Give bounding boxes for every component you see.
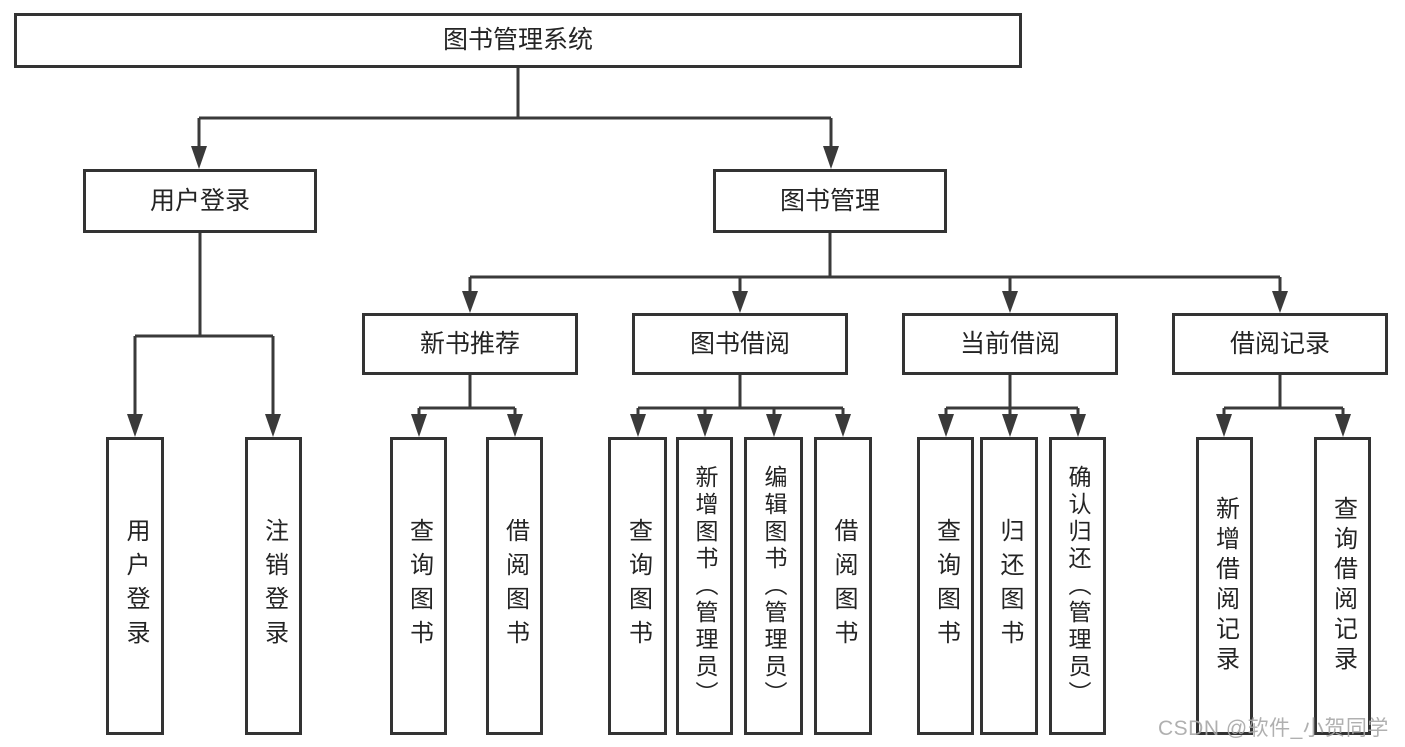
node-new-book-recommend-label: 新书推荐 xyxy=(419,329,520,358)
node-library-system-label: 图书管理系统 xyxy=(442,26,593,54)
connector-user-login xyxy=(133,233,275,417)
leaf-logout-label: 注销登录 xyxy=(260,518,288,654)
node-book-management-label: 图书管理 xyxy=(779,186,880,215)
connector-borrow-records xyxy=(1222,375,1345,417)
connector-book-borrow xyxy=(636,375,845,417)
leaf-borrow-books-recommend-label: 借阅图书 xyxy=(501,518,529,654)
connector-book-management xyxy=(468,233,1282,294)
leaf-add-book-admin-label: 新增图书（管理员） xyxy=(692,464,718,708)
leaf-borrow-books-recommend: 借阅图书 xyxy=(486,437,543,735)
leaf-add-book-admin: 新增图书（管理员） xyxy=(676,437,733,735)
node-current-borrow-label: 当前借阅 xyxy=(959,329,1060,358)
node-user-login-label: 用户登录 xyxy=(149,186,250,215)
arrowhead xyxy=(823,146,839,169)
arrowhead xyxy=(630,414,646,437)
leaf-confirm-return-admin-label: 确认归还（管理员） xyxy=(1065,464,1091,708)
arrowhead xyxy=(835,414,851,437)
leaf-query-books-recommend-label: 查询图书 xyxy=(405,518,433,654)
leaf-borrow-books-2: 借阅图书 xyxy=(814,437,872,735)
connector-new-book-recommend xyxy=(417,375,517,417)
leaf-query-books-recommend: 查询图书 xyxy=(390,437,447,735)
node-book-borrow-label: 图书借阅 xyxy=(689,329,790,358)
csdn-watermark: CSDN @软件_小贺同学 xyxy=(1158,717,1389,740)
node-user-login: 用户登录 xyxy=(83,169,317,233)
node-borrow-records-label: 借阅记录 xyxy=(1229,329,1330,358)
leaf-return-book-label: 归还图书 xyxy=(996,518,1023,654)
node-current-borrow: 当前借阅 xyxy=(902,313,1118,375)
leaf-add-borrow-record-label: 新增借阅记录 xyxy=(1211,496,1239,676)
arrowhead xyxy=(411,414,427,437)
connector-root xyxy=(197,68,833,150)
leaf-add-borrow-record: 新增借阅记录 xyxy=(1196,437,1253,735)
arrowhead xyxy=(766,414,782,437)
arrowhead xyxy=(265,414,281,437)
leaf-query-borrow-record-label: 查询借阅记录 xyxy=(1329,496,1357,676)
arrowhead xyxy=(1002,414,1018,437)
arrowhead xyxy=(462,291,478,313)
leaf-query-books-current-label: 查询图书 xyxy=(932,518,960,654)
leaf-logout: 注销登录 xyxy=(245,437,302,735)
arrowhead xyxy=(1272,291,1288,313)
leaf-query-books-borrow: 查询图书 xyxy=(608,437,667,735)
node-borrow-records: 借阅记录 xyxy=(1172,313,1388,375)
node-book-management: 图书管理 xyxy=(713,169,947,233)
node-library-system: 图书管理系统 xyxy=(14,13,1022,68)
arrowhead xyxy=(507,414,523,437)
arrowhead xyxy=(1070,414,1086,437)
leaf-query-borrow-record: 查询借阅记录 xyxy=(1314,437,1371,735)
arrowhead xyxy=(938,414,954,437)
leaf-edit-book-admin-label: 编辑图书（管理员） xyxy=(761,464,787,708)
arrowhead xyxy=(191,146,207,169)
node-new-book-recommend: 新书推荐 xyxy=(362,313,578,375)
leaf-query-books-current: 查询图书 xyxy=(917,437,974,735)
arrowhead xyxy=(697,414,713,437)
leaf-confirm-return-admin: 确认归还（管理员） xyxy=(1049,437,1106,735)
leaf-user-login-label: 用户登录 xyxy=(122,518,149,654)
arrowhead xyxy=(732,291,748,313)
connector-current-borrow xyxy=(944,375,1080,417)
node-book-borrow: 图书借阅 xyxy=(632,313,848,375)
arrowhead xyxy=(1335,414,1351,437)
leaf-edit-book-admin: 编辑图书（管理员） xyxy=(744,437,803,735)
leaf-borrow-books-2-label: 借阅图书 xyxy=(830,518,857,654)
leaf-return-book: 归还图书 xyxy=(980,437,1038,735)
arrowhead xyxy=(127,414,143,437)
leaf-user-login: 用户登录 xyxy=(106,437,164,735)
arrowhead xyxy=(1216,414,1232,437)
leaf-query-books-borrow-label: 查询图书 xyxy=(624,518,652,654)
arrowhead xyxy=(1002,291,1018,313)
